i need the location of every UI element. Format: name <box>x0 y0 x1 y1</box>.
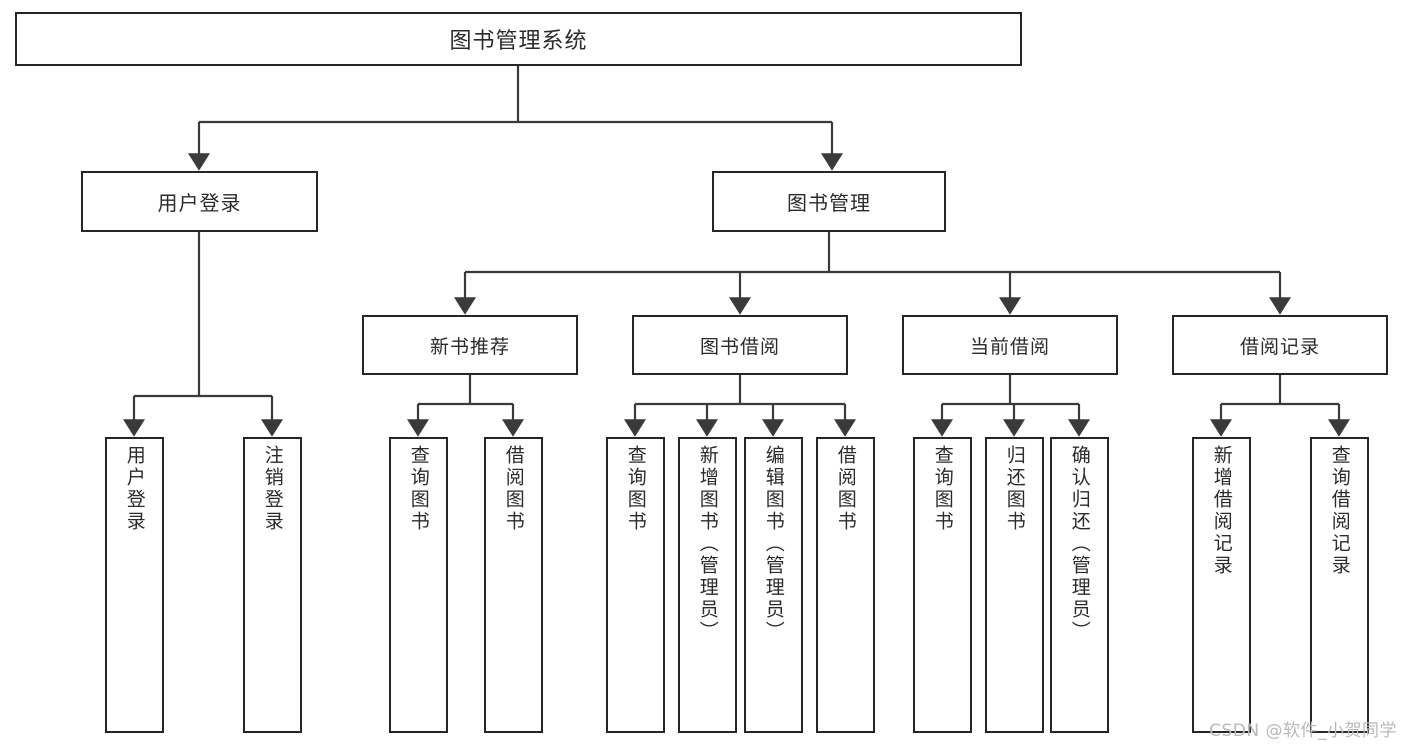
leaf-confirm-return-admin[interactable]: 确认归还（管理员） <box>1050 437 1109 733</box>
leaf-query-borrow-record[interactable]: 查询借阅记录 <box>1310 437 1369 733</box>
leaf-borrow-book[interactable]: 借阅图书 <box>816 437 875 733</box>
node-root-label: 图书管理系统 <box>449 29 588 54</box>
leaf-return-book[interactable]: 归还图书 <box>985 437 1044 733</box>
leaf-borrow-book-recommend[interactable]: 借阅图书 <box>484 437 543 733</box>
node-borrow-record[interactable]: 借阅记录 <box>1172 315 1388 375</box>
leaf-label: 确认归还（管理员） <box>1068 445 1091 643</box>
leaf-label: 借阅图书 <box>502 445 525 533</box>
node-book-management-label: 图书管理 <box>787 191 871 215</box>
leaf-label: 查询图书 <box>931 445 954 533</box>
node-borrow-record-label: 借阅记录 <box>1239 335 1320 358</box>
node-current-borrow[interactable]: 当前借阅 <box>902 315 1118 375</box>
node-new-book-recommend[interactable]: 新书推荐 <box>362 315 578 375</box>
leaf-label: 借阅图书 <box>834 445 857 533</box>
node-root[interactable]: 图书管理系统 <box>15 12 1022 66</box>
leaf-label: 归还图书 <box>1003 445 1026 533</box>
leaf-label: 查询图书 <box>407 445 430 533</box>
leaf-label: 查询图书 <box>624 445 647 533</box>
leaf-query-book-borrow[interactable]: 查询图书 <box>606 437 665 733</box>
leaf-edit-book-admin[interactable]: 编辑图书（管理员） <box>744 437 803 733</box>
leaf-add-borrow-record[interactable]: 新增借阅记录 <box>1192 437 1251 733</box>
leaf-query-book-current[interactable]: 查询图书 <box>913 437 972 733</box>
node-new-book-recommend-label: 新书推荐 <box>429 335 510 358</box>
node-user-login[interactable]: 用户登录 <box>81 171 318 232</box>
leaf-label: 编辑图书（管理员） <box>762 445 785 643</box>
node-book-borrow[interactable]: 图书借阅 <box>632 315 848 375</box>
node-book-management[interactable]: 图书管理 <box>712 171 946 232</box>
leaf-query-book-recommend[interactable]: 查询图书 <box>389 437 448 733</box>
leaf-label: 新增图书（管理员） <box>696 445 719 643</box>
leaf-logout[interactable]: 注销登录 <box>243 437 302 733</box>
leaf-user-login[interactable]: 用户登录 <box>105 437 164 733</box>
leaf-label: 新增借阅记录 <box>1210 445 1233 577</box>
csdn-watermark: CSDN @软件_小贺同学 <box>1209 721 1397 741</box>
leaf-label: 注销登录 <box>261 445 284 533</box>
node-current-borrow-label: 当前借阅 <box>969 335 1050 358</box>
leaf-label: 用户登录 <box>123 445 146 533</box>
node-user-login-label: 用户登录 <box>157 191 242 215</box>
node-book-borrow-label: 图书借阅 <box>699 335 780 358</box>
leaf-add-book-admin[interactable]: 新增图书（管理员） <box>678 437 737 733</box>
leaf-label: 查询借阅记录 <box>1328 445 1351 577</box>
